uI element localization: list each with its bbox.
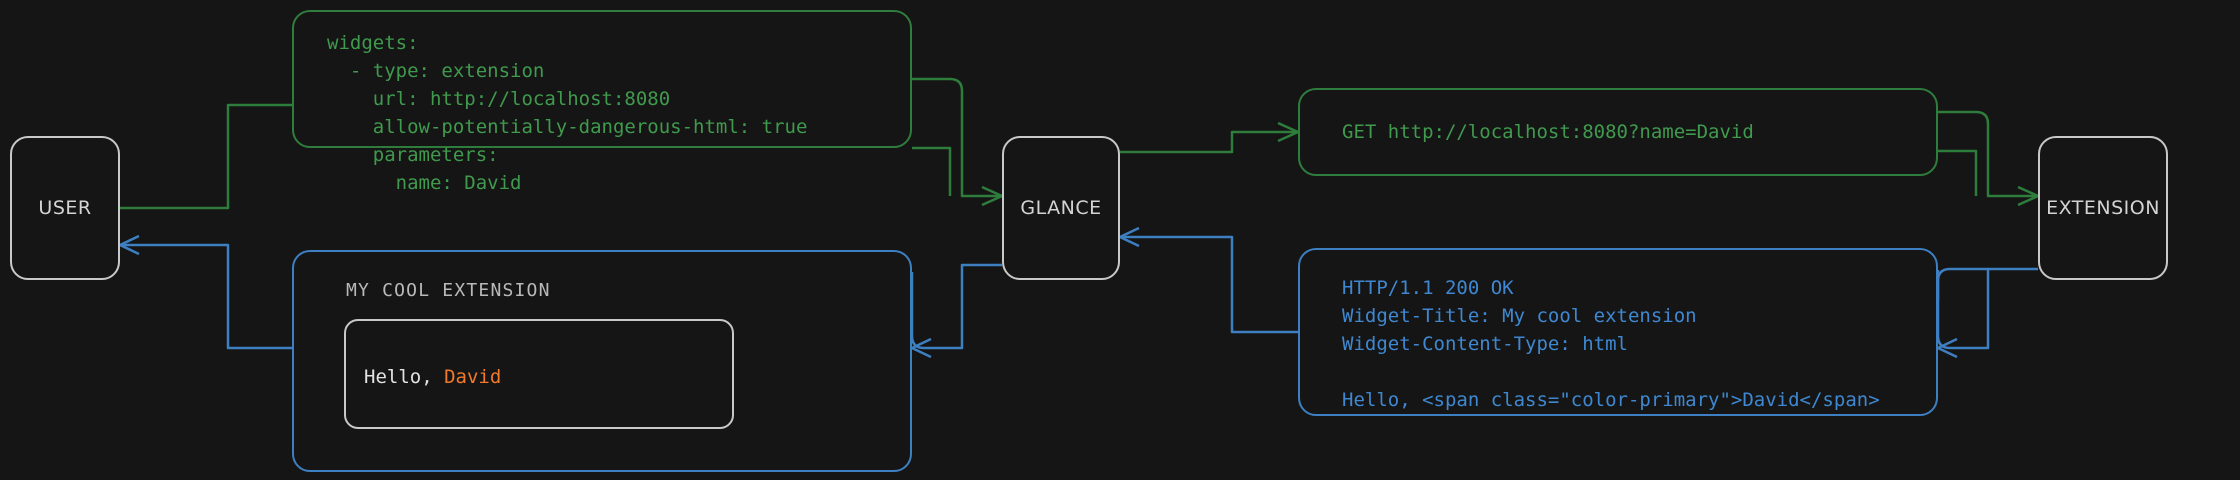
wire-request-to-extension-b [1938, 149, 1978, 196]
rendered-widget-card: Hello, David [344, 319, 734, 429]
node-user[interactable]: USER [10, 136, 120, 280]
http-request-text: GET http://localhost:8080?name=David [1342, 121, 1754, 143]
http-request-panel: GET http://localhost:8080?name=David [1298, 88, 1938, 176]
rendered-widget-title: MY COOL EXTENSION [346, 280, 551, 301]
yaml-config-text: widgets: - type: extension url: http://l… [327, 32, 808, 194]
arrowhead-glance-to-widget [910, 337, 932, 359]
node-user-label: USER [38, 197, 92, 219]
wire-extension-to-response-b [1936, 267, 1988, 300]
wire-user-to-yaml [120, 103, 320, 210]
node-extension[interactable]: EXTENSION [2038, 136, 2168, 280]
rendered-widget-body-prefix: Hello, [364, 366, 445, 388]
wire-glance-to-request [1120, 130, 1298, 154]
arrowhead-glance-to-request [1277, 121, 1300, 143]
yaml-config-panel: widgets: - type: extension url: http://l… [292, 10, 912, 194]
arrowhead-extension-to-response [1936, 337, 1958, 359]
wire-glance-to-widget [910, 263, 1002, 350]
wire-yaml-to-glance-b [912, 146, 952, 196]
arrowhead-widget-to-user [118, 234, 140, 256]
arrowhead-request-to-extension [2017, 185, 2040, 207]
http-response-text: HTTP/1.1 200 OK Widget-Title: My cool ex… [1342, 277, 1880, 411]
rendered-widget-body: Hello, David [364, 366, 501, 388]
wire-widget-to-user [120, 243, 292, 350]
rendered-widget-panel: MY COOL EXTENSION Hello, David [292, 250, 912, 472]
wire-request-to-extension [1938, 110, 2038, 198]
arrowhead-yaml-to-glance [981, 185, 1004, 207]
node-extension-label: EXTENSION [2046, 197, 2160, 219]
rendered-widget-body-accent: David [444, 366, 502, 388]
wire-yaml-to-glance [912, 77, 1002, 198]
wire-extension-to-response [1936, 267, 2038, 350]
http-response-panel: HTTP/1.1 200 OK Widget-Title: My cool ex… [1298, 248, 1938, 416]
node-glance[interactable]: GLANCE [1002, 136, 1120, 280]
wire-response-to-glance [1120, 235, 1298, 334]
node-glance-label: GLANCE [1020, 197, 1102, 219]
arrowhead-response-to-glance [1118, 226, 1140, 248]
